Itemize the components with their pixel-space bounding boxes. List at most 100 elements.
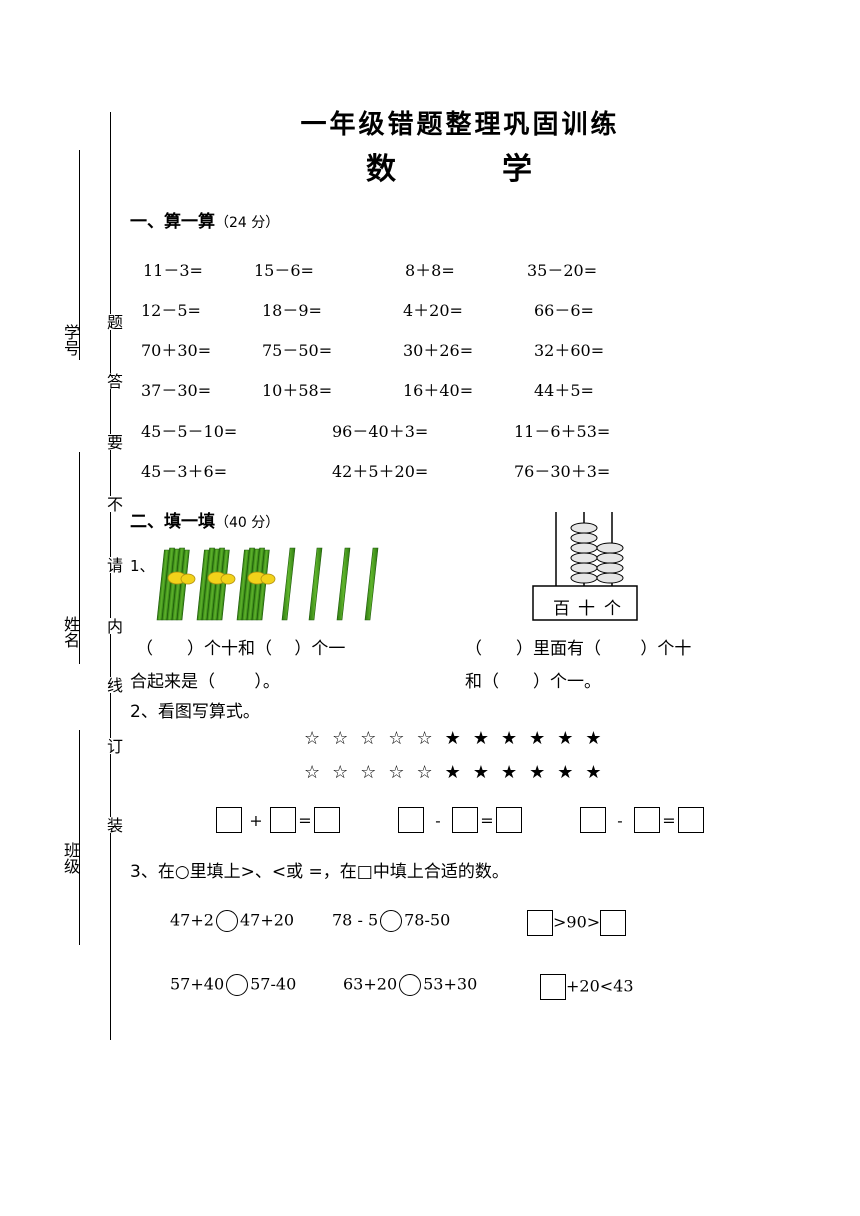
answer-box[interactable] <box>270 807 296 833</box>
calc-r3c3: 44＋5= <box>534 381 594 400</box>
margin-line-binding <box>110 112 111 1040</box>
warning-char-7: 订 <box>101 738 125 754</box>
equation-2: -= <box>398 807 522 833</box>
section1-title: 一、算一算 <box>130 212 215 232</box>
compare-2: 78 - 5 78-50 <box>332 910 450 932</box>
compare-right: 78-50 <box>404 910 451 930</box>
section1-heading: 一、算一算（24 分） <box>130 207 279 232</box>
compare-circle[interactable] <box>226 974 249 996</box>
calc-r2c1: 75－50= <box>262 341 333 360</box>
calc-r4c0: 45－5－10= <box>141 422 238 441</box>
compare-4: 57+40 57-40 <box>170 974 296 996</box>
q1-left-line2: 合起来是（ ）。 <box>130 672 280 692</box>
answer-box[interactable] <box>678 807 704 833</box>
bundle-3 <box>236 547 276 621</box>
compare-circle[interactable] <box>380 910 403 932</box>
q3-prompt: 3、在○里填上>、<或 =，在□中填上合适的数。 <box>130 862 509 882</box>
warning-char-4: 请 <box>101 557 125 573</box>
calc-r3c0: 37－30= <box>141 381 212 400</box>
operator: + <box>249 810 263 830</box>
compare-left: 57+40 <box>170 974 225 994</box>
calc-r5c1: 42＋5＋20= <box>332 462 429 481</box>
answer-box[interactable] <box>496 807 522 833</box>
compare-left: 78 - 5 <box>332 910 379 930</box>
equation-1: += <box>216 807 340 833</box>
q1-right-line2: 和（ ）个一。 <box>465 672 601 692</box>
compare-left: 63+20 <box>343 974 398 994</box>
answer-box[interactable] <box>600 910 627 936</box>
warning-char-0: 题 <box>101 314 125 330</box>
compare-5: 63+20 53+30 <box>343 974 477 996</box>
compare-circle[interactable] <box>215 910 238 932</box>
margin-line-1 <box>79 150 80 360</box>
compare-right: 47+20 <box>239 910 295 930</box>
compare-middle: >90> <box>553 912 601 932</box>
answer-box[interactable] <box>452 807 478 833</box>
ones-beads <box>596 542 624 584</box>
compare-circle[interactable] <box>399 974 422 996</box>
compare-1: 47+2 47+20 <box>170 910 294 932</box>
compare-expression: +20<43 <box>566 976 634 996</box>
answer-box[interactable] <box>580 807 606 833</box>
subject-title: 数 学 <box>366 152 570 187</box>
calc-r2c0: 70＋30= <box>141 341 212 360</box>
margin-line-3 <box>79 730 80 945</box>
calc-r5c2: 76－30＋3= <box>514 462 611 481</box>
tens-beads <box>570 522 598 584</box>
q1-right-line1: （ ）里面有（ ）个十 <box>465 639 692 659</box>
answer-box[interactable] <box>634 807 660 833</box>
q1-number: 1、 <box>130 557 155 575</box>
page-title: 一年级错题整理巩固训练 <box>300 110 620 140</box>
calc-r3c1: 10＋58= <box>262 381 333 400</box>
equation-3: -= <box>580 807 704 833</box>
calc-r0c1: 15－6= <box>254 261 314 280</box>
label-student-id: 学号 <box>61 324 80 356</box>
warning-char-2: 要 <box>101 434 125 450</box>
calc-r4c1: 96－40＋3= <box>332 422 429 441</box>
answer-box[interactable] <box>216 807 242 833</box>
label-name: 姓名 <box>61 616 80 648</box>
single-sticks <box>281 547 379 621</box>
compare-right: 53+30 <box>423 974 478 994</box>
operator: - <box>435 810 441 830</box>
calc-r2c2: 30＋26= <box>403 341 474 360</box>
answer-box[interactable] <box>527 910 553 936</box>
warning-char-3: 不 <box>101 496 125 512</box>
abacus-label-tens: 十 <box>578 599 595 619</box>
calc-r3c2: 16＋40= <box>403 381 474 400</box>
warning-char-8: 装 <box>101 817 125 833</box>
warning-char-1: 答 <box>101 373 125 389</box>
margin-line-2 <box>79 452 80 664</box>
calc-r4c2: 11－6＋53= <box>514 422 611 441</box>
answer-box[interactable] <box>398 807 424 833</box>
section2-title: 二、填一填 <box>130 512 215 532</box>
compare-left: 47+2 <box>170 910 214 930</box>
warning-char-5: 内 <box>101 618 125 634</box>
warning-char-6: 线 <box>101 677 125 693</box>
abacus-illustration <box>532 512 638 621</box>
sticks-illustration <box>156 547 379 621</box>
operator: - <box>617 810 623 830</box>
calc-r1c3: 66－6= <box>534 301 594 320</box>
equals-sign: = <box>662 810 676 830</box>
compare-right: 57-40 <box>250 974 297 994</box>
calc-r1c2: 4＋20= <box>403 301 463 320</box>
q2-prompt: 2、看图写算式。 <box>130 702 260 722</box>
bundle-1 <box>156 547 196 621</box>
calc-r0c0: 11－3= <box>143 261 203 280</box>
calc-r5c0: 45－3＋6= <box>141 462 228 481</box>
section2-heading: 二、填一填（40 分） <box>130 507 279 532</box>
calc-r1c1: 18－9= <box>262 301 322 320</box>
section1-points: （24 分） <box>215 215 280 231</box>
equals-sign: = <box>480 810 494 830</box>
answer-box[interactable] <box>314 807 340 833</box>
calc-r0c2: 8＋8= <box>405 261 455 280</box>
calc-r2c3: 32＋60= <box>534 341 605 360</box>
answer-box[interactable] <box>540 974 566 1000</box>
q1-left-line1: （ ）个十和（ ）个一 <box>136 639 346 659</box>
bundle-2 <box>196 547 236 621</box>
label-class: 班级 <box>61 842 80 874</box>
compare-3: >90> <box>527 910 627 936</box>
calc-r0c3: 35－20= <box>527 261 598 280</box>
equals-sign: = <box>298 810 312 830</box>
